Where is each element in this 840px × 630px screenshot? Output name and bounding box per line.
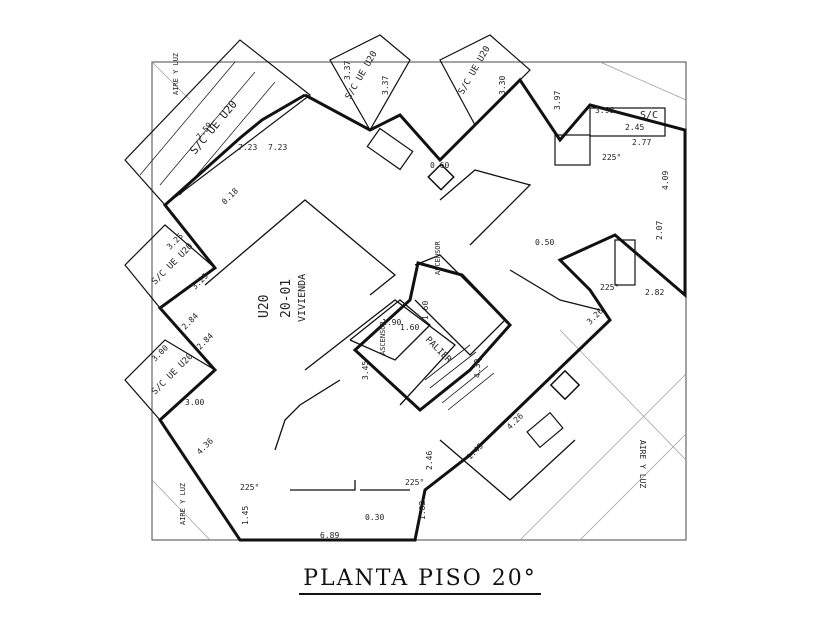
air-light-label-bottom: AIRE Y LUZ xyxy=(179,483,187,525)
dimension-label: 3.97 xyxy=(553,91,562,110)
sc-label: S/C xyxy=(640,110,658,121)
air-light-label-right: AIRE Y LUZ xyxy=(638,440,647,488)
dimension-label: 7.23 xyxy=(238,143,257,152)
elevator-label-2: ASCENSOR xyxy=(379,320,387,355)
unit-use-label: VIVIENDA xyxy=(297,274,308,322)
dimension-label: 0.50 xyxy=(535,238,554,247)
drawing-title-block: PLANTA PISO 20° xyxy=(0,566,840,595)
dimension-label: 4.36 xyxy=(195,436,215,456)
drawing-title: PLANTA PISO 20° xyxy=(299,566,541,595)
air-light-hatch xyxy=(151,61,687,541)
stair-core xyxy=(352,261,513,412)
dimension-label: 2.82 xyxy=(645,288,664,297)
angle-label-4: 225° xyxy=(405,478,424,487)
dimension-label: 4.30 xyxy=(473,359,482,378)
dimension-label: 2.07 xyxy=(655,221,664,240)
dimension-label: 6.89 xyxy=(320,531,339,540)
dimension-label: 7.23 xyxy=(268,143,287,152)
dimension-label: 1.82 xyxy=(418,501,427,520)
dimension-label: 1.60 xyxy=(400,323,419,332)
dimension-label: 2.84 xyxy=(180,311,200,331)
dimension-label: 0.30 xyxy=(365,513,384,522)
dimension-label: 0.18 xyxy=(220,186,240,206)
dimension-label: 2.45 xyxy=(625,123,644,132)
balconies xyxy=(124,34,531,421)
dimension-label: 1.90 xyxy=(382,318,401,327)
angle-label-3: 225° xyxy=(602,153,621,162)
unit-number-label: 20-01 xyxy=(279,279,294,318)
dimension-label: 1.45 xyxy=(241,506,250,525)
dimension-label: 1.60 xyxy=(421,301,430,320)
dimension-label: 2.46 xyxy=(425,451,434,470)
dimension-label: 3.00 xyxy=(185,398,204,407)
lot-boundary xyxy=(151,61,687,541)
dimension-label: 2.77 xyxy=(632,138,651,147)
dimension-label: 0.60 xyxy=(430,161,449,170)
balcony-label-1: S/C UE U20 xyxy=(187,98,240,157)
dimension-label: 4.26 xyxy=(505,411,525,431)
elevator-label-1: ASCENSOR xyxy=(434,240,442,275)
unit-code-label: U20 xyxy=(257,295,272,318)
dimension-label: 3.37 xyxy=(343,61,352,80)
air-light-label-top: AIRE Y LUZ xyxy=(172,53,180,95)
dimension-label: 3.37 xyxy=(381,76,390,95)
dimension-label: 4.09 xyxy=(661,171,670,190)
dimension-label: 2.84 xyxy=(195,331,215,351)
angle-label-2: 225° xyxy=(600,283,619,292)
dimension-label: 3.00 xyxy=(150,343,170,363)
balcony-label-3: S/C UE U20 xyxy=(457,45,493,97)
dimension-label: 3.30 xyxy=(498,76,507,95)
dimension-label: 3.45 xyxy=(361,361,370,380)
angle-label-1: 225° xyxy=(240,483,259,492)
dimension-label: 3.98 xyxy=(595,106,614,115)
